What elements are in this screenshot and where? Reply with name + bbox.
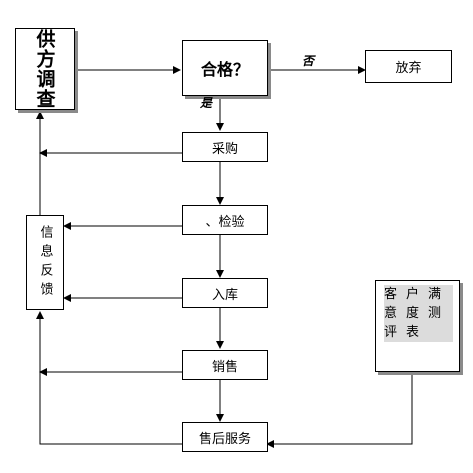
after-sales-box: 售后服务 xyxy=(182,422,268,452)
qualified-decision-box: 合格？ xyxy=(182,40,268,96)
purchase-box: 采购 xyxy=(182,132,268,162)
sales-box: 销售 xyxy=(182,350,268,380)
yes-label: 是 xyxy=(200,96,213,110)
after-sales-text: 售后服务 xyxy=(198,431,251,447)
warehousing-box: 入库 xyxy=(182,278,268,308)
inspection-text: 、检验 xyxy=(205,214,245,230)
feedback-box: 信息反馈 xyxy=(26,215,64,310)
arrow-satisfaction-to-after-sales xyxy=(266,373,413,448)
no-label: 否 xyxy=(302,54,315,68)
discard-box: 放弃 xyxy=(365,50,452,83)
discard-text: 放弃 xyxy=(395,61,422,76)
customer-satisfaction-box: 客户满意度测评表 xyxy=(375,280,460,372)
customer-satisfaction-text: 客户满意度测评表 xyxy=(384,285,453,342)
feedback-text: 信息反馈 xyxy=(37,224,53,301)
supplier-survey-text: 供方调查 xyxy=(33,29,56,109)
supplier-survey-box: 供方调查 xyxy=(15,28,75,110)
qualified-decision-text: 合格？ xyxy=(200,60,249,79)
arrow-after-sales-to-feedback xyxy=(36,311,182,445)
purchase-text: 采购 xyxy=(211,141,238,157)
sales-text: 销售 xyxy=(211,359,238,375)
warehousing-text: 入库 xyxy=(211,287,238,303)
inspection-box: 、检验 xyxy=(182,205,268,235)
